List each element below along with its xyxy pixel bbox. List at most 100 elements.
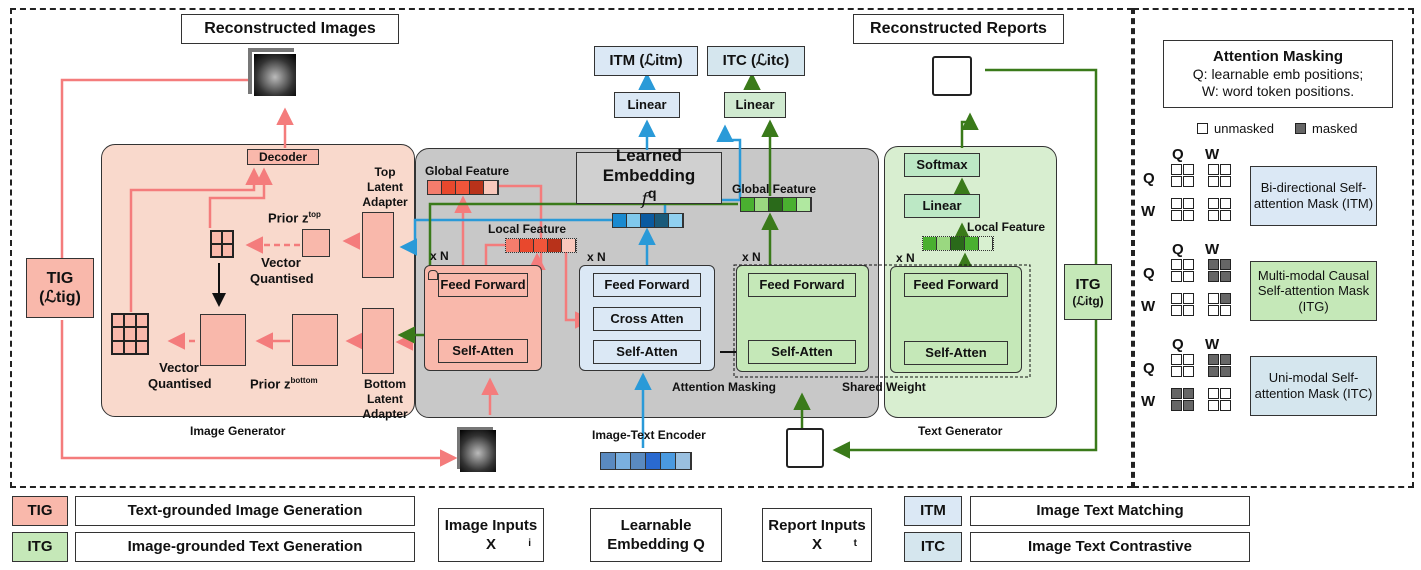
unmasked-cell	[1171, 293, 1182, 304]
masking-title-box: Attention Masking Q: learnable emb posit…	[1163, 40, 1393, 108]
unmasked-cell	[1183, 305, 1194, 316]
tig-label: TIG	[46, 269, 74, 287]
unmasked-cell	[1171, 198, 1182, 209]
itg-loss-box: ITG(ℒitg)	[1064, 264, 1112, 320]
legend-learnable-embedding: Learnable Embedding Q	[590, 508, 722, 562]
unmasked-cell	[1208, 164, 1219, 175]
query-cross-atten: Cross Atten	[593, 307, 701, 331]
q-sup: q	[647, 186, 657, 203]
mask-name-box: Uni-modal Self-attention Mask (ITC)	[1250, 356, 1377, 416]
tg-self-atten: Self-Atten	[904, 341, 1008, 365]
legend-itm-swatch: ITM	[904, 496, 962, 526]
mask-row-q: Q	[1143, 170, 1155, 187]
local-feature-t-bar	[922, 236, 994, 251]
itg-symbol: (ℒitg)	[1072, 293, 1104, 308]
global-feature-t-label: Global Feature	[732, 182, 817, 196]
unmasked-cell	[1183, 164, 1194, 175]
encoder-label: Image-Text Encoder	[592, 428, 706, 442]
text-self-atten: Self-Atten	[748, 340, 856, 364]
xn-tg: x N	[896, 251, 915, 265]
learned-embedding-symbol: fq	[642, 186, 657, 210]
mask-col-w: W	[1205, 336, 1220, 353]
attention-masking-label: Attention Masking	[672, 380, 776, 394]
itg-label: ITG	[1075, 275, 1101, 293]
image-inputs-text: Image Inputs X	[444, 516, 538, 554]
unmasked-cell	[1183, 354, 1194, 365]
legend-itm-desc: Image Text Matching	[970, 496, 1250, 526]
prior-top-sup: top	[308, 210, 321, 219]
prior-top-box	[302, 229, 330, 257]
masked-cell	[1208, 366, 1219, 377]
vision-feed-forward: Feed Forward	[438, 273, 528, 297]
unmasked-cell	[1171, 210, 1182, 221]
w-description: W: word token positions.	[1201, 83, 1355, 99]
unmasked-cell	[1183, 271, 1194, 282]
unmasked-cell	[1220, 305, 1231, 316]
decoder-box: Decoder	[247, 149, 319, 165]
unmasked-cell	[1171, 259, 1182, 270]
masked-cell	[1183, 388, 1194, 399]
prior-top-label: Prior ztop	[268, 210, 321, 227]
tig-loss-box: TIG(ℒtig)	[26, 258, 94, 318]
masked-cell	[1220, 271, 1231, 282]
legend-tig-desc: Text-grounded Image Generation	[75, 496, 415, 526]
masked-cell	[1220, 366, 1231, 377]
masked-cell	[1220, 293, 1231, 304]
unmasked-cell	[1171, 164, 1182, 175]
shared-weight-label: Shared Weight	[842, 380, 926, 394]
unmasked-cell	[1183, 366, 1194, 377]
masked-cell	[1171, 388, 1182, 399]
masked-legend-swatch	[1295, 123, 1306, 134]
unmasked-cell	[1208, 210, 1219, 221]
unmasked-cell	[1220, 198, 1231, 209]
q-description: Q: learnable emb positions;	[1192, 66, 1364, 83]
reconstructed-reports-title: Reconstructed Reports	[853, 14, 1064, 44]
mask-row-w: W	[1141, 203, 1156, 220]
mask-col-w: W	[1205, 146, 1220, 163]
image-generator-label: Image Generator	[190, 424, 286, 438]
mask-row-w: W	[1141, 393, 1156, 410]
mask-col-q: Q	[1172, 241, 1184, 258]
masking-frame	[1133, 8, 1414, 488]
mask-row-q: Q	[1143, 360, 1155, 377]
masked-cell	[1183, 400, 1194, 411]
xray-output-icon	[252, 52, 298, 98]
local-feature-v-label: Local Feature	[488, 222, 567, 236]
local-feature-t-label: Local Feature	[967, 220, 1046, 234]
prior-bottom-sup: bottom	[290, 376, 318, 385]
report-output-icon	[932, 56, 972, 96]
top-latent-adapter	[362, 212, 394, 278]
query-feed-forward: Feed Forward	[593, 273, 701, 297]
masking-title: Attention Masking	[1213, 48, 1343, 66]
masked-cell	[1208, 259, 1219, 270]
main-frame	[10, 8, 1133, 488]
masked-cell	[1220, 354, 1231, 365]
unmasked-cell	[1183, 293, 1194, 304]
legend-itg-swatch: ITG	[12, 532, 68, 562]
masked-cell	[1171, 400, 1182, 411]
masked-cell	[1208, 354, 1219, 365]
prior-bottom-box	[292, 314, 338, 366]
mask-col-q: Q	[1172, 146, 1184, 163]
unmasked-cell	[1208, 293, 1219, 304]
unmasked-cell	[1171, 176, 1182, 187]
mask-name-box: Multi-modal Causal Self-attention Mask (…	[1250, 261, 1377, 321]
unmasked-cell	[1208, 388, 1219, 399]
legend-tig-swatch: TIG	[12, 496, 68, 526]
f-symbol: f	[641, 190, 648, 211]
itc-linear: Linear	[724, 92, 786, 118]
unmasked-cell	[1183, 210, 1194, 221]
top-quantised-grid	[210, 230, 234, 258]
text-feed-forward: Feed Forward	[748, 273, 856, 297]
unmasked-legend-swatch	[1197, 123, 1208, 134]
unmasked-cell	[1183, 198, 1194, 209]
itm-head: ITM (ℒitm)	[594, 46, 698, 76]
top-latent-adapter-label: Top Latent Adapter	[362, 165, 408, 209]
report-input-icon	[786, 428, 824, 468]
legend-itg-desc: Image-grounded Text Generation	[75, 532, 415, 562]
unmasked-cell	[1171, 366, 1182, 377]
